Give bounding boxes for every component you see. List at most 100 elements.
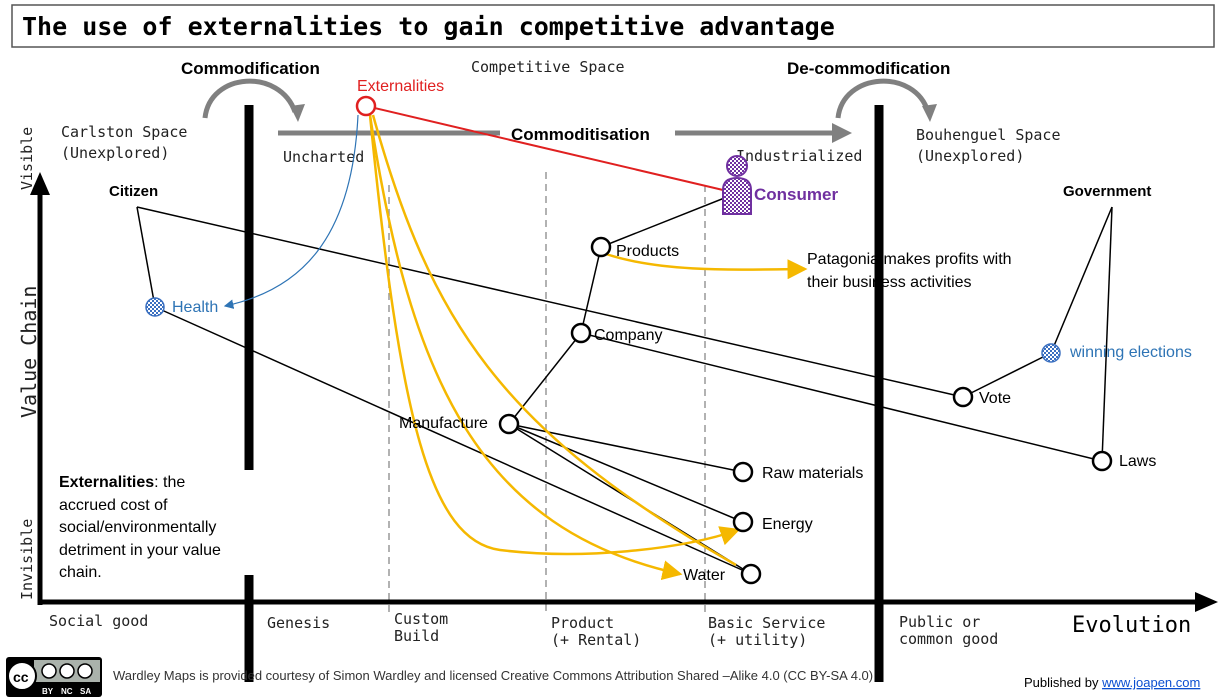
stage-genesis: Genesis	[267, 614, 330, 632]
nc-icon	[59, 663, 75, 679]
invisible-label: Invisible	[18, 519, 36, 600]
consumer-head	[726, 155, 748, 177]
laws-node	[1091, 450, 1113, 472]
externalities-node	[355, 95, 377, 117]
x-axis-label: Evolution	[1072, 613, 1191, 638]
health-label: Health	[172, 299, 218, 316]
externalities-definition-tail: : the	[154, 474, 185, 491]
link-manufacture-raw	[508, 423, 744, 473]
company-label: Company	[594, 327, 662, 344]
by-icon	[41, 663, 57, 679]
cc-by-text: BY	[42, 687, 54, 696]
externalities-definition-line3: social/environmentally	[59, 519, 216, 536]
y-axis-arrowhead	[30, 172, 50, 195]
uncharted-label: Uncharted	[283, 148, 364, 166]
link-consumer-products	[600, 192, 738, 248]
manufacture-node	[498, 413, 520, 435]
carlston-unexplored-label: (Unexplored)	[61, 144, 169, 162]
page-title: The use of externalities to gain competi…	[22, 12, 835, 41]
energy-label: Energy	[762, 516, 813, 533]
commoditisation-label: Commoditisation	[511, 125, 650, 144]
stage-product: Product	[551, 614, 614, 632]
water-node	[740, 563, 762, 585]
products-label: Products	[616, 243, 679, 260]
stage-common-good: common good	[899, 630, 998, 648]
products-node	[590, 236, 612, 258]
dependency-lines	[136, 192, 1113, 575]
externalities-definition-line1: Externalities: the	[59, 474, 185, 491]
vote-label: Vote	[979, 390, 1011, 407]
link-products-company	[580, 246, 602, 334]
publisher-link[interactable]: www.joapen.com	[1101, 675, 1200, 690]
carlston-space-label: Carlston Space	[61, 123, 187, 141]
externalities-label: Externalities	[357, 78, 444, 95]
link-citizen-health	[136, 206, 156, 308]
flow-externalities-water-2	[371, 114, 737, 567]
vote-node	[952, 386, 974, 408]
visible-label: Visible	[18, 127, 36, 190]
externality-flows	[368, 114, 808, 580]
cc-license-badge: cc BY NC SA	[6, 657, 102, 697]
link-government-laws	[1101, 206, 1113, 462]
stage-rental: (+ Rental)	[551, 631, 641, 649]
health-node	[145, 297, 165, 317]
y-axis-label: Value Chain	[17, 286, 41, 418]
link-company-manufacture	[508, 332, 582, 425]
link-health-water	[154, 306, 752, 575]
winning-elections-node	[1041, 343, 1061, 363]
stage-build: Build	[394, 627, 439, 645]
manufacture-label: Manufacture	[399, 415, 488, 432]
externalities-term: Externalities	[59, 474, 154, 491]
industrialized-label: Industrialized	[736, 147, 862, 165]
stage-basic-service: Basic Service	[708, 614, 825, 632]
commoditisation-arrowhead	[832, 123, 852, 143]
consumer-icon	[722, 176, 752, 215]
commodification-arrowhead	[290, 104, 305, 122]
stage-utility: (+ utility)	[708, 631, 807, 649]
bouhenguel-space-label: Bouhenguel Space	[916, 126, 1061, 144]
externalities-health-arrow	[223, 114, 359, 309]
laws-label: Laws	[1119, 453, 1156, 470]
decommodification-arrowhead	[922, 104, 937, 122]
flow-externalities-water	[368, 114, 683, 580]
title-box	[11, 4, 1215, 48]
externalities-definition-line2: accrued cost of	[59, 497, 168, 514]
energy-node	[732, 511, 754, 533]
competitive-space-label: Competitive Space	[471, 58, 625, 76]
decommodification-curve-arrow	[835, 78, 931, 119]
patagonia-note-line2: their business activities	[807, 274, 972, 291]
stage-social-good: Social good	[49, 612, 148, 630]
commodification-label: Commodification	[181, 59, 320, 78]
commodification-curve-arrow	[202, 78, 298, 119]
patagonia-note-line1: Patagonia makes profits with	[807, 251, 1012, 268]
stage-custom: Custom	[394, 610, 448, 628]
company-node	[570, 322, 592, 344]
flow-externalities-energy	[368, 114, 741, 556]
link-citizen-vote	[136, 206, 964, 398]
stage-public: Public or	[899, 613, 980, 631]
link-government-elections	[1050, 206, 1113, 354]
cc-nc-text: NC	[61, 687, 73, 696]
sa-icon	[77, 663, 93, 679]
decommodification-label: De-commodification	[787, 59, 950, 78]
raw-materials-node	[732, 461, 754, 483]
published-by: Published by www.joapen.com	[1024, 675, 1200, 690]
x-axis-arrowhead	[1195, 592, 1218, 612]
link-elections-vote	[962, 352, 1052, 398]
license-text: Wardley Maps is provided courtesy of Sim…	[113, 668, 873, 683]
winning-elections-label: winning elections	[1069, 344, 1192, 361]
link-company-laws	[580, 332, 1103, 462]
cc-sa-text: SA	[80, 687, 91, 696]
water-label: Water	[683, 567, 726, 584]
externalities-definition-line4: detriment in your value	[59, 542, 221, 559]
externalities-consumer-link	[365, 105, 724, 191]
externalities-definition-line5: chain.	[59, 564, 102, 581]
citizen-label: Citizen	[109, 183, 158, 200]
link-manufacture-energy	[508, 423, 744, 523]
cc-circle-icon	[7, 661, 37, 691]
svg-text:cc: cc	[13, 669, 29, 685]
consumer-label: Consumer	[754, 185, 838, 204]
raw-materials-label: Raw materials	[762, 465, 863, 482]
bouhenguel-unexplored-label: (Unexplored)	[916, 147, 1024, 165]
